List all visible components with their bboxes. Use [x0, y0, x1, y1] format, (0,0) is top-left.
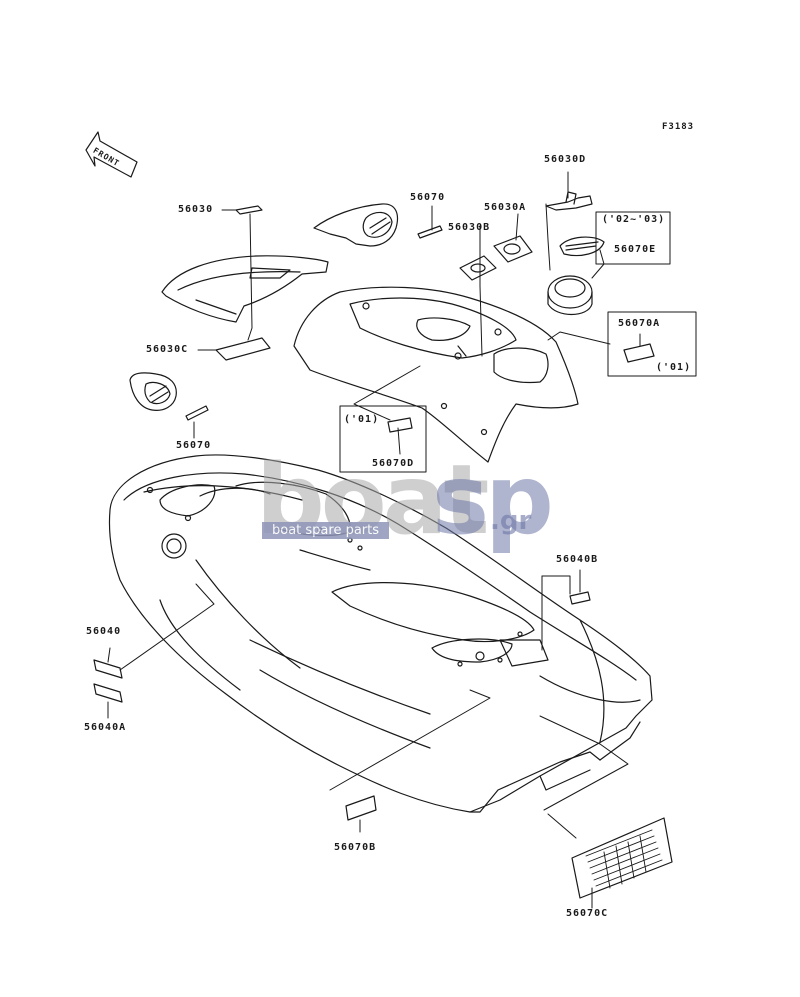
- decal-56070D: [387, 417, 413, 433]
- front-arrow-icon: [85, 131, 138, 178]
- decal-56040B: [569, 591, 591, 605]
- note-02-03: ('02~'03): [602, 214, 666, 225]
- note-01-a: ('01): [656, 362, 692, 373]
- bracket-part: [545, 191, 593, 211]
- watermark-tagline: boat spare parts: [262, 522, 390, 539]
- decal-56040A: [93, 683, 123, 703]
- gauge-ring-part: [459, 255, 497, 281]
- part-label-56070B[interactable]: 56070B: [334, 842, 377, 853]
- part-label-56040B[interactable]: 56040B: [556, 554, 599, 565]
- mirror-top-part: [313, 203, 399, 247]
- part-label-56030A[interactable]: 56030A: [484, 202, 527, 213]
- meter-lens-part: [559, 236, 605, 257]
- decal-56070A: [623, 343, 655, 363]
- gauge-cap-part: [493, 235, 533, 263]
- decal-56070C: [571, 817, 673, 899]
- part-label-56070E[interactable]: 56070E: [614, 244, 657, 255]
- note-box-56070D: [339, 405, 427, 473]
- part-label-56030D[interactable]: 56030D: [544, 154, 587, 165]
- leader-lines: [107, 171, 641, 909]
- watermark-sp-text: sp: [432, 444, 554, 556]
- part-label-56030[interactable]: 56030: [178, 204, 214, 215]
- hull-body-part: [108, 454, 653, 813]
- decal-56070B: [345, 795, 377, 821]
- note-01-d: ('01): [344, 414, 380, 425]
- part-label-56040[interactable]: 56040: [86, 626, 122, 637]
- watermark-gr-text: .gr: [490, 506, 532, 536]
- part-label-56070D[interactable]: 56070D: [372, 458, 415, 469]
- decal-56030: [235, 205, 263, 215]
- decal-56040: [93, 659, 123, 679]
- figure-code: F3183: [662, 122, 695, 132]
- decal-shapes: [93, 205, 673, 899]
- meter-housing-part: [547, 275, 593, 316]
- decal-56030C: [215, 337, 271, 361]
- part-label-56070-left[interactable]: 56070: [176, 440, 212, 451]
- deck-cover-part: [293, 286, 579, 463]
- note-box-56070A: [607, 311, 697, 377]
- part-label-56040A[interactable]: 56040A: [84, 722, 127, 733]
- seat-cover-part: [161, 255, 329, 323]
- decal-56070-top: [417, 225, 443, 239]
- mirror-left-part: [129, 372, 177, 411]
- note-boxes: [339, 211, 697, 473]
- part-label-56070C[interactable]: 56070C: [566, 908, 609, 919]
- part-label-56070A[interactable]: 56070A: [618, 318, 661, 329]
- decal-56070-left: [185, 405, 209, 421]
- part-label-56030B[interactable]: 56030B: [448, 222, 491, 233]
- part-label-56070-top[interactable]: 56070: [410, 192, 446, 203]
- note-box-56070E: [595, 211, 671, 265]
- part-label-56030C[interactable]: 56030C: [146, 344, 189, 355]
